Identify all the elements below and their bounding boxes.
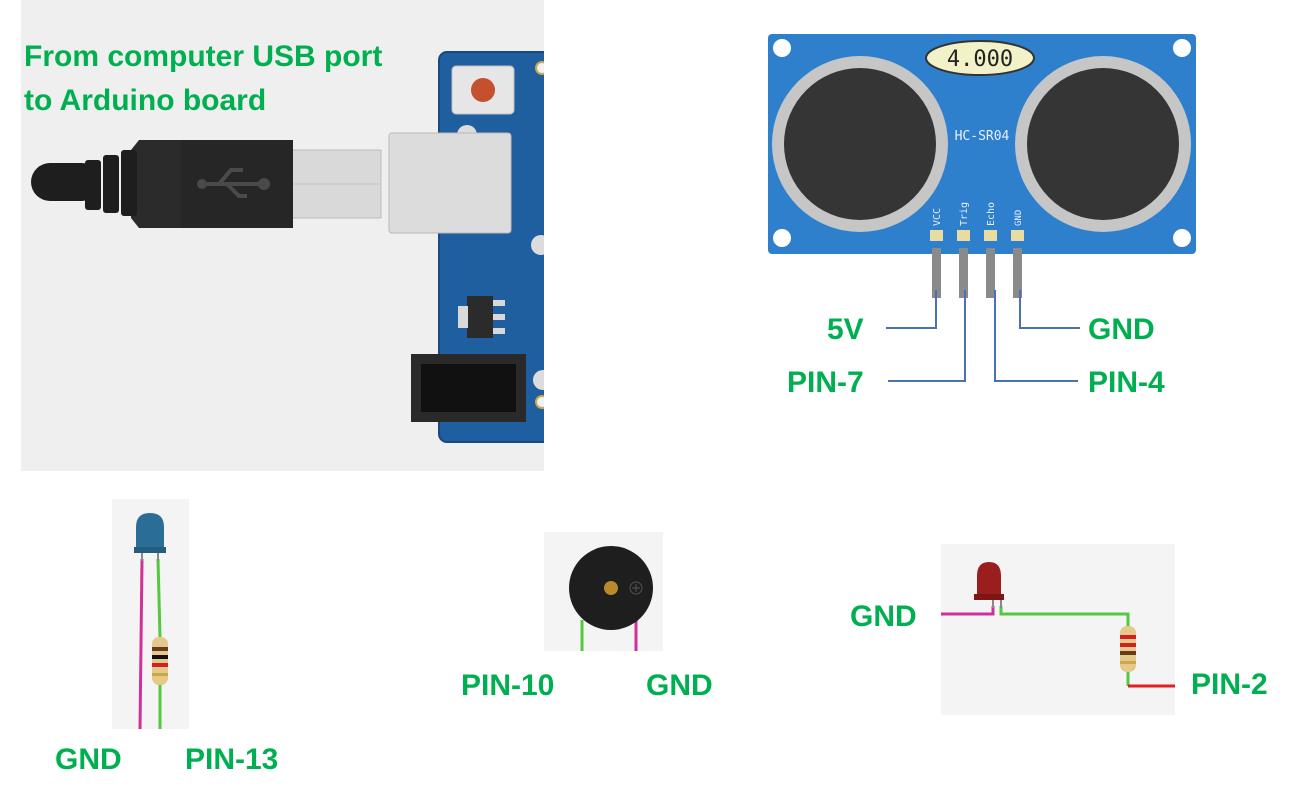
buzzer-pin-label: PIN-10 (461, 669, 555, 702)
red-led-gnd-wire (941, 606, 995, 616)
usb-socket (388, 132, 512, 234)
pin-trig (959, 248, 968, 298)
blue-led-icon (136, 513, 164, 549)
usb-arduino-illustration (31, 51, 544, 443)
blue-led-gnd-wire (138, 558, 144, 729)
echo-line (994, 290, 1078, 382)
pin-echo (986, 248, 995, 298)
pin-label-vcc: VCC (932, 208, 943, 226)
usb-symbol-icon (207, 168, 261, 198)
buzzer-illustration (569, 546, 653, 651)
red-led-gnd-label: GND (850, 600, 917, 633)
sensor-vcc-connection: 5V (827, 313, 864, 346)
sensor-gnd-connection: GND (1088, 313, 1155, 346)
blue-led-illustration (134, 513, 168, 729)
blue-led-circuit (112, 499, 189, 729)
pin-label-gnd: GND (1014, 210, 1024, 226)
ultrasonic-sensor-illustration: 4.000 HC-SR04 VCC Trig Echo GND (768, 34, 1196, 298)
ultrasonic-sensor: 4.000 HC-SR04 VCC Trig Echo GND (760, 30, 1200, 340)
sensor-wiring-lines (886, 290, 1080, 382)
pin-vcc (932, 248, 941, 298)
gnd-line (1019, 290, 1080, 329)
sensor-trig-connection: PIN-7 (787, 366, 864, 399)
sensor-model-label: HC-SR04 (955, 129, 1010, 144)
usb-arduino-panel: From computer USB port to Arduino board (21, 0, 544, 471)
pin-label-echo: Echo (986, 202, 997, 226)
red-led-pin-label: PIN-2 (1191, 668, 1268, 701)
red-led-circuit (941, 544, 1175, 715)
blue-led-gnd-label: GND (55, 743, 122, 776)
blue-led-resistor-icon (152, 637, 168, 685)
usb-caption-line1: From computer USB port (24, 40, 383, 73)
red-led-icon (977, 562, 1001, 596)
buzzer-gnd-label: GND (646, 669, 713, 702)
sensor-echo-connection: PIN-4 (1088, 366, 1165, 399)
trig-line (888, 290, 966, 382)
usb-caption-line2: to Arduino board (24, 84, 267, 117)
pin-gnd (1013, 248, 1022, 298)
reset-button-icon (471, 78, 495, 102)
blue-led-pin-label: PIN-13 (185, 743, 279, 776)
red-led-illustration (941, 562, 1175, 688)
sensor-display (925, 40, 1035, 76)
vcc-line (886, 290, 937, 329)
red-led-resistor-icon (1120, 626, 1136, 672)
sensor-display-value: 4.000 (947, 47, 1013, 72)
pin-label-trig: Trig (959, 202, 970, 226)
buzzer-circuit (544, 532, 663, 651)
